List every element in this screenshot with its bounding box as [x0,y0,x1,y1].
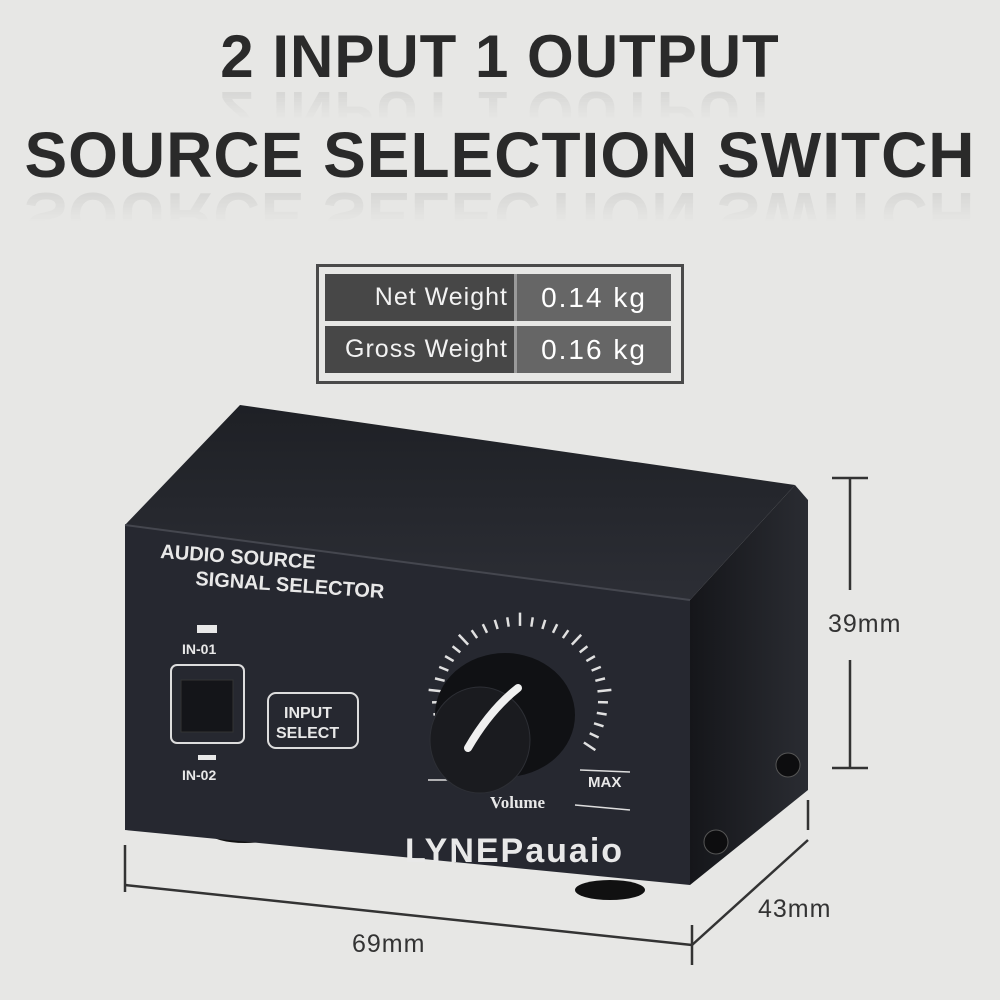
volume-tick [596,711,607,716]
switch-frame [170,664,245,744]
switch-up-icon [197,625,217,633]
spec-value: 0.16 kg [517,326,671,373]
volume-tick [444,655,455,663]
screw-icon [775,752,801,778]
switch-down-icon [198,755,216,760]
volume-tick [530,617,534,627]
depth-dimension: 43mm [758,895,832,923]
dimension-lines [123,476,868,965]
input-select-switch[interactable] [180,679,234,733]
volume-tick [589,732,600,739]
spec-value: 0.14 kg [517,274,671,321]
foot [575,880,645,900]
volume-tick [593,722,604,728]
device-front-panel [125,525,690,885]
input-select-frame [267,692,359,749]
input-select-label-2: SELECT [276,725,339,742]
volume-tick [438,665,449,672]
max-label: MAX [588,774,621,791]
volume-tick [585,655,596,663]
spec-row-net-weight: Net Weight 0.14 kg [325,274,671,321]
knob-indicator [464,684,522,752]
volume-tick [481,623,489,634]
volume-knob[interactable] [429,653,575,794]
volume-label: Volume [490,793,546,812]
volume-tick [434,677,445,683]
volume-tick [578,645,589,654]
brand-logo: LYNEPauaio [405,832,624,870]
volume-tick [595,677,606,683]
volume-tick [451,645,462,654]
volume-tick [591,665,602,672]
device-top-face [125,405,795,600]
height-dimension: 39mm [828,610,902,638]
spec-label: Gross Weight [325,326,517,373]
volume-tick [561,629,570,639]
in-02-label: IN-02 [182,767,216,783]
volume-tick [457,633,470,646]
device-side-face [690,485,808,885]
volume-tick [583,741,597,752]
volume-tick [470,629,479,639]
spec-row-gross-weight: Gross Weight 0.16 kg [325,326,671,373]
headline-line-2: SOURCE SELECTION SWITCH [24,119,976,191]
volume-tick [597,688,612,693]
volume-tick [541,619,547,630]
volume-tick [506,617,510,627]
spec-label: Net Weight [325,274,517,321]
volume-tick [493,619,499,630]
volume-tick [428,688,443,693]
width-dimension: 69mm [352,930,426,958]
volume-tick [570,633,583,646]
headline-line-1: 2 INPUT 1 OUTPUT [220,23,780,90]
input-select-label-1: INPUT [284,705,332,722]
in-01-label: IN-01 [182,641,216,657]
weight-spec-table: Net Weight 0.14 kg Gross Weight 0.16 kg [316,264,684,384]
volume-tick [551,623,559,634]
screw-icon [703,829,729,855]
